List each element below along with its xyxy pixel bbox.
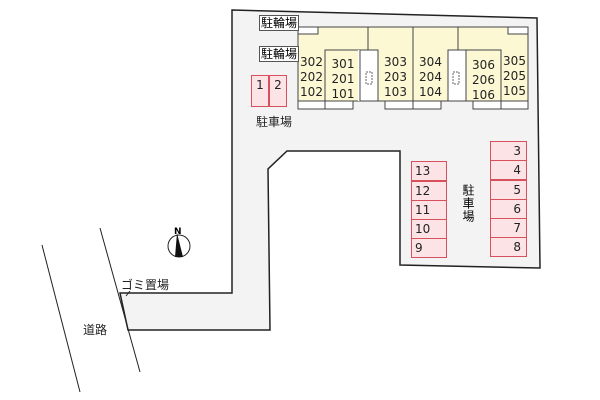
parking-space-3: 3 [490, 141, 527, 161]
parking-space-12: 12 [411, 181, 447, 201]
parking-space-10: 10 [411, 219, 447, 239]
unit-stack-f: 305 205 105 [503, 54, 526, 98]
unit-stack-b: 301 201 101 [331, 57, 355, 101]
bicycle-parking-label-2: 駐輪場 [259, 46, 300, 62]
parking-space-11: 11 [411, 200, 447, 220]
parking-space-13: 13 [411, 161, 447, 181]
parking-space-5: 5 [490, 180, 527, 200]
bicycle-parking-label-1: 駐輪場 [259, 15, 300, 31]
car-parking-label-top: 駐車場 [256, 115, 293, 129]
parking-space-2: 2 [269, 75, 287, 107]
north-arrow-icon: N [174, 227, 182, 237]
parking-space-8: 8 [490, 237, 527, 257]
parking-space-4: 4 [490, 160, 527, 180]
unit-stack-e: 306 206 106 [472, 58, 495, 102]
unit-stack-a: 302 202 102 [300, 55, 323, 99]
parking-space-1: 1 [251, 75, 269, 107]
road-label: 道路 [83, 323, 108, 337]
garbage-area-label: ゴミ置場 [121, 278, 170, 292]
unit-stack-d: 304 204 104 [419, 55, 442, 99]
car-parking-label-right: 駐車場 [461, 184, 475, 223]
parking-space-7: 7 [490, 218, 527, 238]
parking-space-6: 6 [490, 199, 527, 219]
parking-space-9: 9 [411, 238, 447, 258]
unit-stack-c: 303 203 103 [384, 55, 407, 99]
